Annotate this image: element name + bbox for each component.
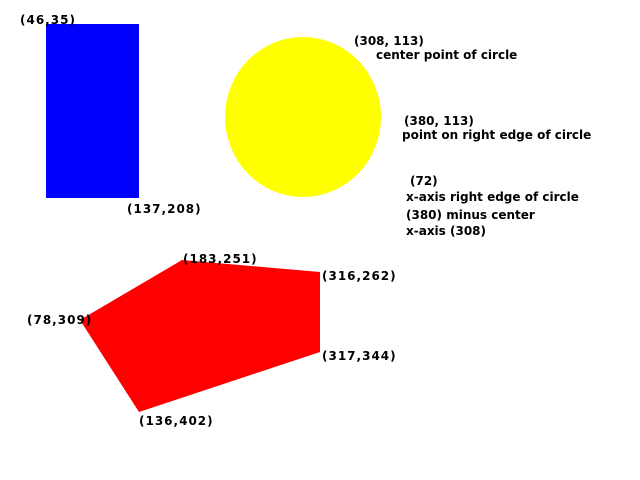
radius-calc-line-2: (380) minus center [406, 208, 535, 222]
polygon-vertex-label-left: (78,309) [27, 313, 93, 327]
radius-value-label: (72) [410, 174, 438, 188]
rectangle-bottom-right-label: (137,208) [127, 202, 202, 216]
radius-calc-line-1: x-axis right edge of circle [406, 190, 579, 204]
circle-center-label: (308, 113) [354, 34, 424, 48]
polygon-vertex-label-bottom: (136,402) [139, 414, 214, 428]
red-pentagon [80, 260, 320, 412]
polygon-vertex-label-top: (183,251) [183, 252, 258, 266]
radius-calc-line-3: x-axis (308) [406, 224, 487, 238]
circle-center-description: center point of circle [376, 48, 518, 62]
polygon-vertex-label-upper-right: (316,262) [322, 269, 397, 283]
polygon-vertex-label-lower-right: (317,344) [322, 349, 397, 363]
yellow-circle [225, 37, 381, 197]
circle-edge-description: point on right edge of circle [402, 128, 592, 142]
blue-rectangle [46, 24, 139, 198]
circle-edge-label: (380, 113) [404, 114, 474, 128]
rectangle-top-left-label: (46,35) [20, 13, 76, 27]
